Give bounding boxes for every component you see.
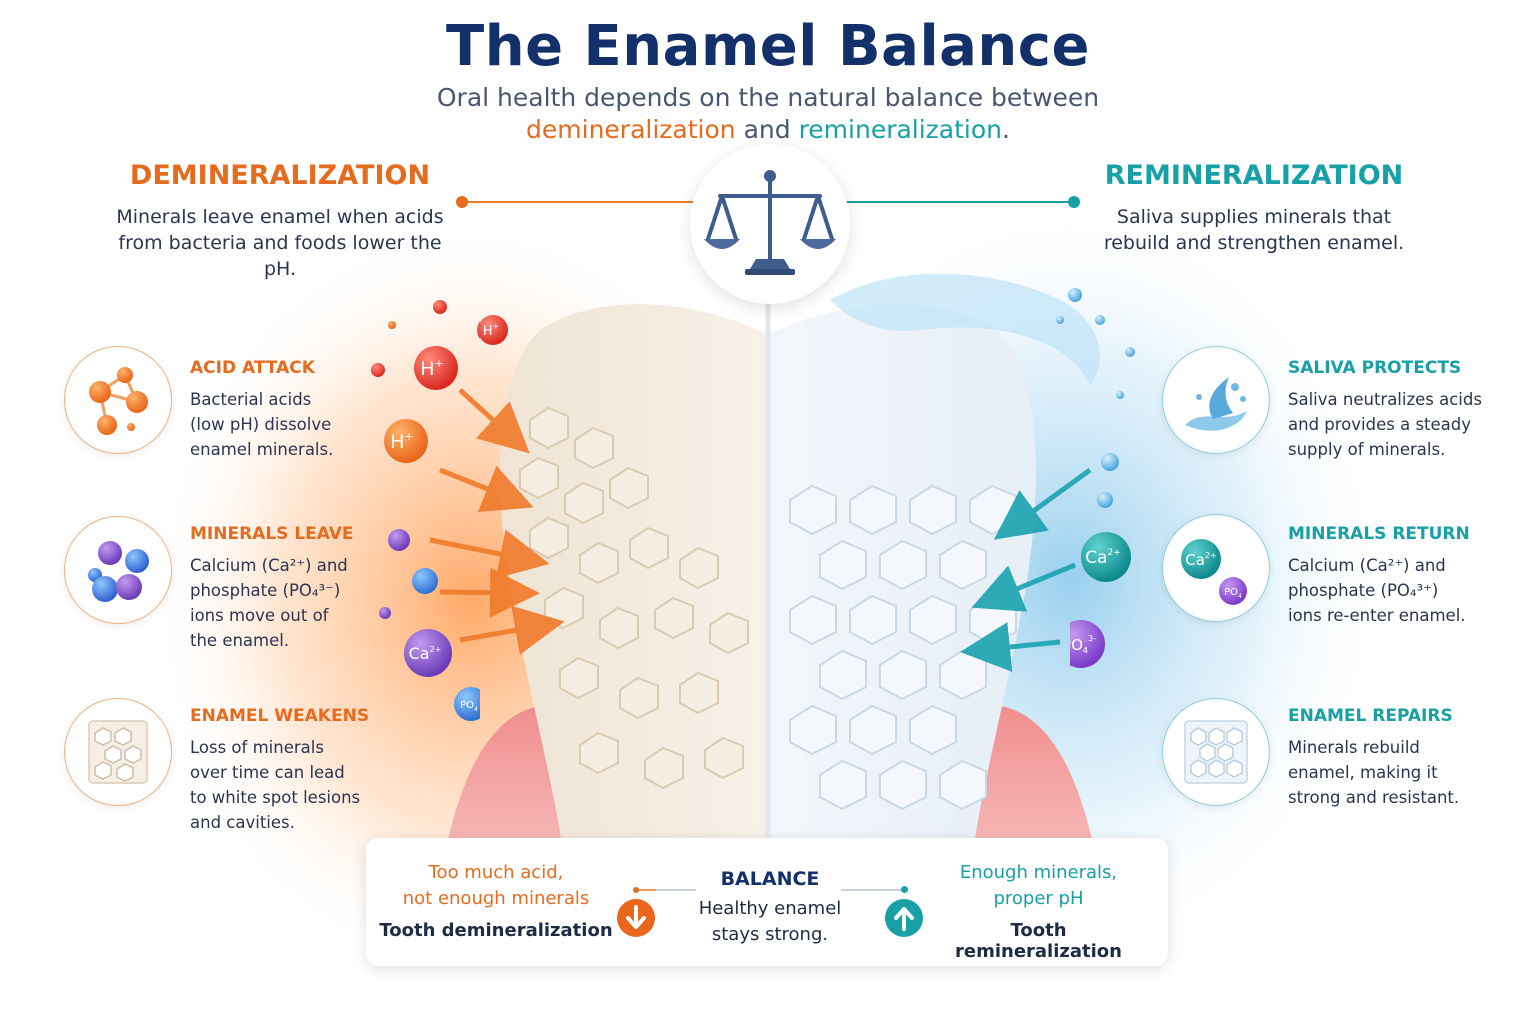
- page-subtitle: Oral health depends on the natural balan…: [0, 82, 1536, 146]
- ca-ion-label: Ca2+: [1185, 551, 1216, 569]
- subtitle-period: .: [1002, 115, 1010, 144]
- desc-line: phosphate (PO₄³⁻): [190, 581, 341, 600]
- bb-line: proper pH: [993, 888, 1084, 909]
- h-ion-top: H+: [478, 315, 508, 345]
- bb-line: Enough minerals,: [959, 862, 1118, 883]
- svg-text:Ca2+: Ca2+: [1085, 548, 1121, 568]
- minerals-return-circle: Ca2+ PO4: [1162, 514, 1270, 622]
- bb-line: Healthy enamel: [698, 898, 842, 919]
- balance-desc: Healthy enamel stays strong.: [670, 896, 870, 948]
- acid-attack-title: ACID ATTACK: [190, 358, 315, 378]
- desc-line: enamel minerals.: [190, 440, 334, 459]
- subtitle-line1: Oral health depends on the natural balan…: [436, 83, 1100, 112]
- molecule-icon: [89, 367, 148, 435]
- desc-line: over time can lead: [190, 763, 345, 782]
- enamel-repairs-circle: [1162, 698, 1270, 806]
- desc-line: the enamel.: [190, 631, 290, 650]
- enamel-repairs-title: ENAMEL REPAIRS: [1288, 706, 1453, 726]
- balance-scale-icon: [704, 170, 836, 275]
- bb-line: Too much acid,: [428, 862, 564, 883]
- ion-particles-left: H+ H+ Ca2+ PO4: [384, 321, 480, 721]
- ca-ion-right: Ca2+: [1081, 532, 1131, 582]
- saliva-splash-icon: [1185, 377, 1247, 431]
- connector-right: [841, 889, 903, 891]
- acid-attack-desc: Bacterial acids (low pH) dissolve enamel…: [190, 387, 390, 462]
- minerals-return-desc: Calcium (Ca²⁺) and phosphate (PO₄³⁺) ion…: [1288, 553, 1518, 628]
- desc-line: and provides a steady: [1288, 415, 1472, 434]
- arrow-up-icon: [885, 899, 923, 937]
- enamel-weakens-circle: [64, 698, 172, 806]
- weak-enamel-icon: [88, 720, 148, 784]
- remineralization-heading: REMINERALIZATION: [1104, 160, 1404, 191]
- subtitle-demin-word: demineralization: [526, 115, 736, 144]
- subtitle-and: and: [735, 115, 799, 144]
- tooth-remineralization-label: Tooth remineralization: [955, 920, 1122, 962]
- acid-attack-circle: [64, 346, 172, 454]
- enamel-repairs-desc: Minerals rebuild enamel, making it stron…: [1288, 735, 1518, 810]
- balance-summary-box: Too much acid, not enough minerals Tooth…: [366, 838, 1168, 966]
- desc-line: Bacterial acids: [190, 390, 312, 409]
- subtitle-remin-word: remineralization: [798, 115, 1003, 144]
- svg-text:PO4: PO4: [460, 700, 478, 713]
- po-ion-label: PO4: [1224, 587, 1242, 600]
- h-ion-2: H+: [384, 419, 428, 463]
- connector-right-dot: [901, 886, 908, 893]
- balance-scale-badge: [690, 144, 850, 304]
- desc-line: supply of minerals.: [1288, 440, 1446, 459]
- arrow-down-icon: [617, 887, 662, 937]
- enamel-weakens-title: ENAMEL WEAKENS: [190, 706, 370, 726]
- po-ion-right: PO43-: [1070, 620, 1105, 668]
- desc-line: phosphate (PO₄³⁺): [1288, 581, 1439, 600]
- saliva-protects-title: SALIVA PROTECTS: [1288, 358, 1462, 378]
- ion-cluster-icon: [88, 541, 149, 602]
- svg-text:Ca2+: Ca2+: [409, 644, 442, 663]
- subtitle-line2: demineralization and remineralization.: [0, 114, 1536, 146]
- h-ion-1: H+: [414, 346, 458, 390]
- tooth-demineralization-label: Tooth demineralization: [379, 920, 613, 941]
- svg-text:H+: H+: [483, 322, 499, 339]
- desc-line: ions re-enter enamel.: [1288, 606, 1466, 625]
- desc-line: strong and resistant.: [1288, 788, 1460, 807]
- enough-minerals-text: Enough minerals, proper pH: [926, 860, 1151, 912]
- desc-line: Calcium (Ca²⁺) and: [190, 556, 348, 575]
- mineral-ion-icon: Ca2+ PO4: [1181, 539, 1247, 605]
- saliva-protects-desc: Saliva neutralizes acids and provides a …: [1288, 387, 1518, 462]
- svg-text:PO43-: PO43-: [1070, 634, 1096, 655]
- enamel-weakens-desc: Loss of minerals over time can lead to w…: [190, 735, 390, 835]
- minerals-leave-desc: Calcium (Ca²⁺) and phosphate (PO₄³⁻) ion…: [190, 553, 390, 653]
- minerals-leave-title: MINERALS LEAVE: [190, 524, 354, 544]
- ion-particles-right: Ca2+ PO43-: [1070, 532, 1131, 668]
- bb-line: not enough minerals: [402, 888, 590, 909]
- desc-line: ions move out of: [190, 606, 329, 625]
- desc-line: Minerals rebuild: [1288, 738, 1420, 757]
- desc-line: Loss of minerals: [190, 738, 324, 757]
- svg-text:H+: H+: [420, 357, 444, 380]
- desc-line: and cavities.: [190, 813, 295, 832]
- desc-line: Saliva neutralizes acids: [1288, 390, 1482, 409]
- bb-line: stays strong.: [711, 924, 829, 945]
- demineralization-heading: DEMINERALIZATION: [129, 160, 431, 191]
- minerals-return-title: MINERALS RETURN: [1288, 524, 1470, 544]
- saliva-protects-circle: [1162, 346, 1270, 454]
- page-title: The Enamel Balance: [446, 14, 1090, 79]
- balance-title: BALANCE: [720, 868, 820, 890]
- po-ion-left: PO4: [454, 687, 480, 721]
- desc-line: to white spot lesions: [190, 788, 361, 807]
- connector-left: [656, 889, 696, 891]
- minerals-leave-circle: [64, 516, 172, 624]
- svg-text:H+: H+: [390, 430, 414, 453]
- desc-line: Calcium (Ca²⁺) and: [1288, 556, 1446, 575]
- strong-enamel-icon: [1184, 720, 1248, 784]
- ca-ion-left: Ca2+: [404, 629, 452, 677]
- too-much-acid-text: Too much acid, not enough minerals: [366, 860, 626, 912]
- remineralization-description: Saliva supplies minerals that rebuild an…: [1103, 206, 1405, 254]
- demineralization-description: Minerals leave enamel when acids from ba…: [116, 206, 444, 280]
- desc-line: (low pH) dissolve: [190, 415, 332, 434]
- desc-line: enamel, making it: [1288, 763, 1438, 782]
